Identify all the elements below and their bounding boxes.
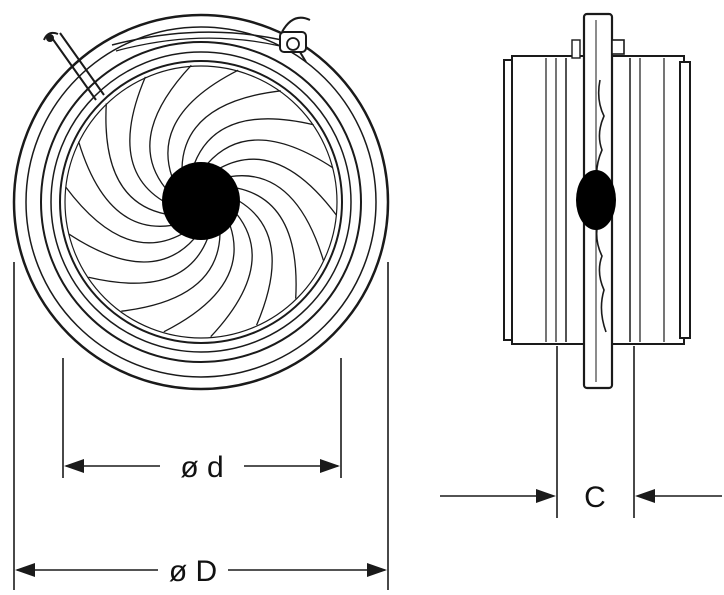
iris-blade [68,233,195,263]
depth-arrow-left [536,489,556,503]
iris-blade [149,64,192,189]
outer-flange-inner-edge [25,26,377,378]
iris-blade [163,225,235,333]
locking-wing-nut [279,16,311,63]
outer-diameter-arrow-left [15,563,35,577]
iris-blade [88,238,209,284]
front-view [12,13,390,391]
flange-tab [611,39,625,55]
outer-diameter-label: ø D [169,555,217,588]
side-view [503,12,691,390]
inner-diameter-arrow-left [64,459,84,473]
dimension-lines [13,262,722,590]
iris-blade [193,118,314,164]
hub-profile [576,170,616,230]
iris-blade [181,90,281,169]
depth-label: C [584,481,606,514]
inner-diameter-arrow-right [320,459,340,473]
iris-blade [129,76,164,202]
iris-blade [167,69,239,177]
right-spigot [611,55,685,345]
iris-blade [238,200,273,326]
right-spigot-gasket [679,61,691,339]
iris-blade [65,186,183,244]
iris-blade [121,233,221,312]
inner-diameter-label: ø d [180,451,223,484]
adjustment-lever [43,31,105,101]
body-ring-inner [50,51,352,353]
adjustment-slot-inner [115,37,281,52]
outer-diameter-arrow-right [367,563,387,577]
iris-blade [77,141,172,227]
depth-arrow-right [635,489,655,503]
iris-blade [230,175,325,261]
iris-blade [210,213,253,338]
adjustment-slot [111,31,283,46]
central-hub [162,162,240,240]
iris-blade [105,103,166,215]
iris-blade [236,187,297,299]
inner-opening-lip [64,65,338,339]
iris-blade [207,139,334,169]
left-spigot [511,55,585,345]
iris-blade [219,158,337,216]
iris-blades [65,64,337,338]
inner-opening [59,60,343,344]
